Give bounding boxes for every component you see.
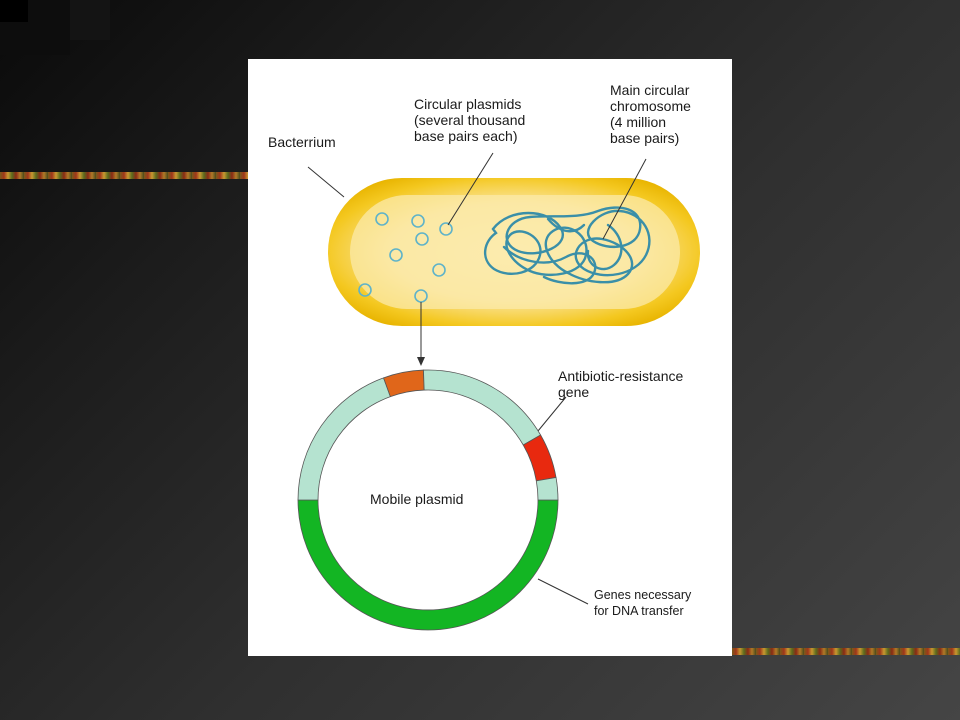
transfer-genes-label: Genes necessary for DNA transfer bbox=[594, 588, 692, 618]
plasmid-circle bbox=[375, 212, 389, 226]
transfer-leader bbox=[537, 578, 589, 605]
arrow-head bbox=[417, 357, 425, 366]
bacterium-label: Bacterrium bbox=[268, 134, 336, 150]
main-chromosome-label: Main circular chromosome (4 million base… bbox=[610, 82, 691, 146]
plasmid-segment bbox=[297, 377, 391, 501]
antibiotic-resistance-gene-segment bbox=[522, 434, 557, 482]
gene-segment-orange bbox=[383, 369, 425, 398]
plasmid-leader bbox=[447, 152, 494, 226]
plasmid-diagram bbox=[297, 152, 700, 631]
diagram-panel: Bacterrium Circular plasmids (several th… bbox=[248, 59, 732, 656]
plasmid-circle bbox=[439, 222, 453, 236]
chromosome-leader bbox=[602, 158, 647, 240]
plasmid-circle bbox=[411, 214, 425, 228]
antibiotic-gene-label: Antibiotic-resistance gene bbox=[558, 368, 684, 400]
leader-lines bbox=[307, 152, 647, 605]
circular-plasmids-label: Circular plasmids (several thousand base… bbox=[414, 96, 526, 144]
decorative-stripe bbox=[732, 648, 960, 655]
bacterium-cytoplasm bbox=[350, 195, 680, 309]
antibiotic-leader bbox=[537, 396, 567, 432]
corner-block bbox=[70, 0, 110, 40]
chromosome bbox=[484, 206, 651, 285]
small-plasmids bbox=[358, 212, 453, 303]
mobile-plasmid-label: Mobile plasmid bbox=[370, 491, 464, 507]
plasmid-circle bbox=[432, 263, 446, 277]
corner-block bbox=[0, 0, 28, 22]
decorative-stripe bbox=[0, 172, 248, 179]
plasmid-circle bbox=[358, 283, 372, 297]
bacterium-leader bbox=[307, 166, 345, 198]
plasmid-segment bbox=[423, 369, 542, 446]
plasmid-circle bbox=[415, 232, 429, 246]
mobile-plasmid-ring bbox=[297, 369, 559, 631]
dna-transfer-genes-segment bbox=[297, 499, 559, 631]
plasmid-circle bbox=[389, 248, 403, 262]
plasmid-segment bbox=[535, 476, 559, 501]
